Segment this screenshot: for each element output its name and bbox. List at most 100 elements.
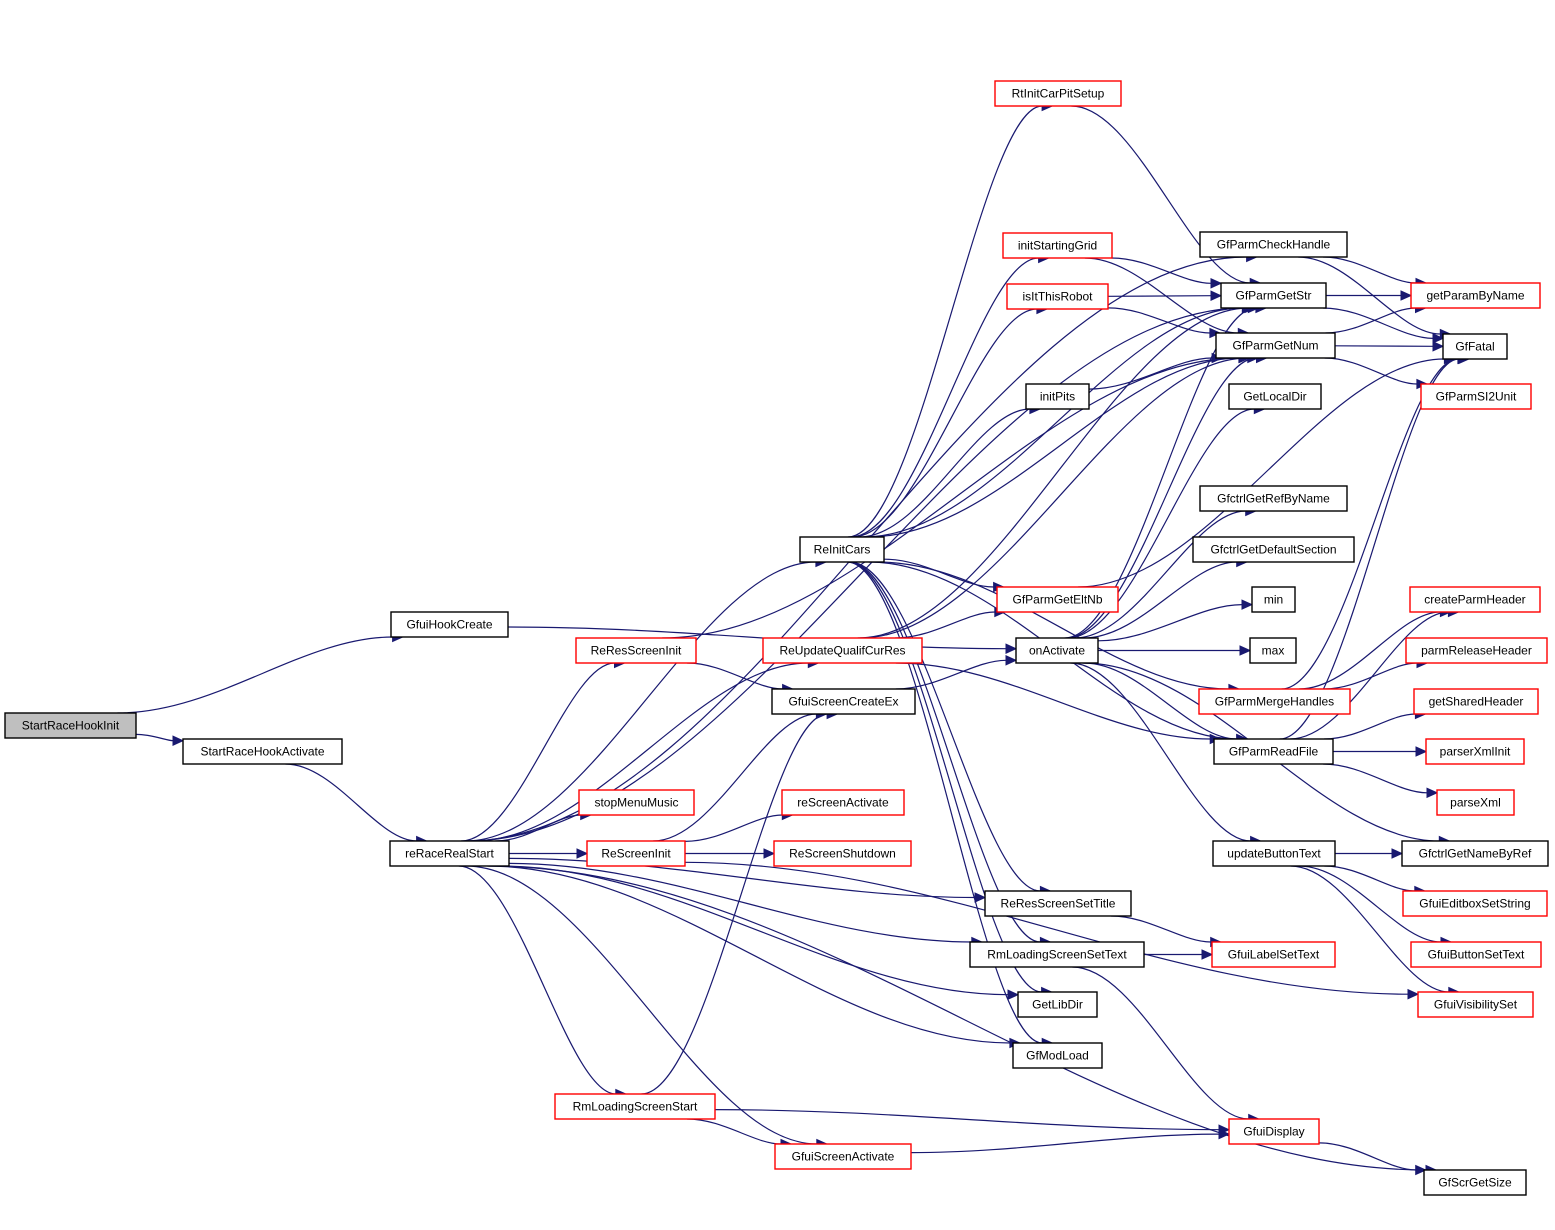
node-box: [1401, 840, 1549, 867]
node-label: GfParmCheckHandle: [1217, 238, 1331, 252]
node-gfctrl-get-ref-by-name[interactable]: GfctrlGetRefByName: [1199, 485, 1348, 512]
node-rt-init-car-pit-setup[interactable]: RtInitCarPitSetup: [994, 80, 1122, 107]
arrowhead-icon: [1201, 949, 1214, 960]
node-label: GfParmGetStr: [1235, 289, 1311, 303]
node-get-shared-header[interactable]: getSharedHeader: [1413, 688, 1539, 715]
node-init-pits[interactable]: initPits: [1025, 383, 1090, 410]
node-rm-loading-screen-set-text[interactable]: RmLoadingScreenSetText: [969, 941, 1145, 968]
node-gf-parm-read-file[interactable]: GfParmReadFile: [1213, 738, 1334, 765]
edge-start-race-hook-init-to-start-race-hook-activate: [135, 733, 174, 742]
edge-re-init-cars-to-gf-mod-load: [847, 561, 1043, 1044]
node-label: GfParmSI2Unit: [1436, 390, 1517, 404]
node-gf-scr-get-size[interactable]: GfScrGetSize: [1423, 1169, 1527, 1196]
node-label: parseXml: [1450, 796, 1501, 810]
node-gf-parm-get-str[interactable]: GfParmGetStr: [1220, 282, 1327, 309]
node-gfui-editbox-set-string[interactable]: GfuiEditboxSetString: [1402, 890, 1548, 917]
node-rm-loading-screen-start[interactable]: RmLoadingScreenStart: [554, 1093, 716, 1120]
edge-on-activate-to-gf-parm-get-str: [1064, 307, 1256, 639]
node-gf-parm-get-num[interactable]: GfParmGetNum: [1215, 332, 1336, 359]
edge-re-init-cars-to-is-it-this-robot: [852, 308, 1037, 538]
node-label: initStartingGrid: [1018, 239, 1097, 253]
node-label: GfParmMergeHandles: [1215, 695, 1334, 709]
node-gf-parm-check-handle[interactable]: GfParmCheckHandle: [1199, 231, 1348, 258]
arrowhead-icon: [1218, 1128, 1231, 1140]
node-label: GfuiEditboxSetString: [1419, 897, 1530, 911]
edge-re-race-real-start-to-rm-loading-screen-set-text: [508, 862, 972, 943]
node-gfui-display[interactable]: GfuiDisplay: [1228, 1118, 1320, 1145]
node-re-race-real-start[interactable]: reRaceRealStart: [389, 840, 510, 867]
node-gf-parm-merge-handles[interactable]: GfParmMergeHandles: [1198, 688, 1351, 715]
node-re-screen-activate[interactable]: reScreenActivate: [781, 789, 905, 816]
node-label: createParmHeader: [1424, 593, 1525, 607]
node-box: [984, 890, 1132, 917]
node-min[interactable]: min: [1251, 586, 1296, 613]
node-box: [1002, 232, 1113, 259]
node-box: [182, 738, 343, 765]
arrowhead-icon: [974, 892, 987, 903]
node-gfui-label-set-text[interactable]: GfuiLabelSetText: [1211, 941, 1336, 968]
arrowhead-icon: [1426, 787, 1439, 799]
edge-gf-parm-get-elt-nb-to-gf-fatal: [1078, 358, 1445, 588]
node-parm-release-header[interactable]: parmReleaseHeader: [1405, 637, 1548, 664]
node-label: reRaceRealStart: [405, 847, 494, 861]
node-get-lib-dir[interactable]: GetLibDir: [1017, 991, 1098, 1018]
edge-gf-parm-read-file-to-gf-fatal: [1279, 358, 1459, 740]
node-box: [996, 586, 1119, 613]
edge-re-init-cars-to-init-pits: [859, 408, 1030, 538]
node-gf-parm-si2-unit[interactable]: GfParmSI2Unit: [1420, 383, 1532, 410]
node-gfui-screen-activate[interactable]: GfuiScreenActivate: [774, 1143, 912, 1170]
edge-re-screen-init-to-gfui-screen-create-ex: [653, 713, 817, 842]
node-gfctrl-get-name-by-ref[interactable]: GfctrlGetNameByRef: [1401, 840, 1549, 867]
node-gf-mod-load[interactable]: GfModLoad: [1012, 1042, 1103, 1069]
node-gfui-button-set-text[interactable]: GfuiButtonSetText: [1410, 941, 1542, 968]
edge-rt-init-car-pit-setup-to-gf-parm-get-str: [1071, 105, 1251, 284]
node-box: [389, 840, 510, 867]
edge-on-activate-to-get-local-dir: [1067, 408, 1255, 639]
node-label: GfctrlGetNameByRef: [1419, 847, 1532, 861]
node-gf-fatal[interactable]: GfFatal: [1442, 333, 1508, 360]
node-label: StartRaceHookInit: [22, 719, 120, 733]
edge-on-activate-to-gf-parm-get-num: [1065, 357, 1257, 639]
node-update-button-text[interactable]: updateButtonText: [1212, 840, 1336, 867]
node-max[interactable]: max: [1249, 637, 1297, 664]
node-init-starting-grid[interactable]: initStartingGrid: [1002, 232, 1113, 259]
node-label: stopMenuMusic: [594, 796, 678, 810]
node-get-param-by-name[interactable]: getParamByName: [1410, 282, 1541, 309]
node-label: ReResScreenSetTitle: [1001, 897, 1116, 911]
node-gfui-screen-create-ex[interactable]: GfuiScreenCreateEx: [771, 688, 916, 715]
node-label: ReScreenShutdown: [789, 847, 896, 861]
edge-re-screen-init-to-re-screen-activate: [684, 814, 783, 842]
node-box: [1413, 688, 1539, 715]
node-start-race-hook-init[interactable]: StartRaceHookInit: [4, 712, 137, 739]
node-re-res-screen-set-title[interactable]: ReResScreenSetTitle: [984, 890, 1132, 917]
node-box: [1436, 789, 1515, 816]
node-parser-xml-init[interactable]: parserXmlInit: [1425, 738, 1525, 765]
node-get-local-dir[interactable]: GetLocalDir: [1228, 383, 1322, 410]
node-is-it-this-robot[interactable]: isItThisRobot: [1006, 283, 1109, 310]
node-re-update-qualif-cur-res[interactable]: ReUpdateQualifCurRes: [762, 637, 923, 664]
node-gfui-hook-create[interactable]: GfuiHookCreate: [390, 611, 509, 638]
edge-gf-parm-merge-handles-to-parm-release-header: [1323, 662, 1418, 690]
node-parse-xml[interactable]: parseXml: [1436, 789, 1515, 816]
node-re-res-screen-init[interactable]: ReResScreenInit: [575, 637, 697, 664]
node-label: getParamByName: [1426, 289, 1524, 303]
node-create-parm-header[interactable]: createParmHeader: [1409, 586, 1541, 613]
node-gfui-visibility-set[interactable]: GfuiVisibilitySet: [1417, 991, 1534, 1018]
node-on-activate[interactable]: onActivate: [1015, 637, 1099, 664]
node-re-screen-init[interactable]: ReScreenInit: [586, 840, 686, 867]
node-label: min: [1264, 593, 1283, 607]
node-box: [1409, 586, 1541, 613]
node-re-init-cars[interactable]: ReInitCars: [799, 536, 885, 563]
node-gfctrl-get-default-section[interactable]: GfctrlGetDefaultSection: [1192, 536, 1355, 563]
arrowhead-icon: [1209, 327, 1222, 339]
node-start-race-hook-activate[interactable]: StartRaceHookActivate: [182, 738, 343, 765]
node-box: [1192, 536, 1355, 563]
node-label: onActivate: [1029, 644, 1085, 658]
node-re-screen-shutdown[interactable]: ReScreenShutdown: [773, 840, 912, 867]
node-gf-parm-get-elt-nb[interactable]: GfParmGetEltNb: [996, 586, 1119, 613]
node-label: GetLocalDir: [1243, 390, 1306, 404]
node-label: StartRaceHookActivate: [200, 745, 324, 759]
node-stop-menu-music[interactable]: stopMenuMusic: [578, 789, 695, 816]
edge-re-screen-init-to-gfui-visibility-set: [684, 861, 1409, 995]
edge-update-button-text-to-gfui-editbox-set-string: [1324, 865, 1415, 892]
